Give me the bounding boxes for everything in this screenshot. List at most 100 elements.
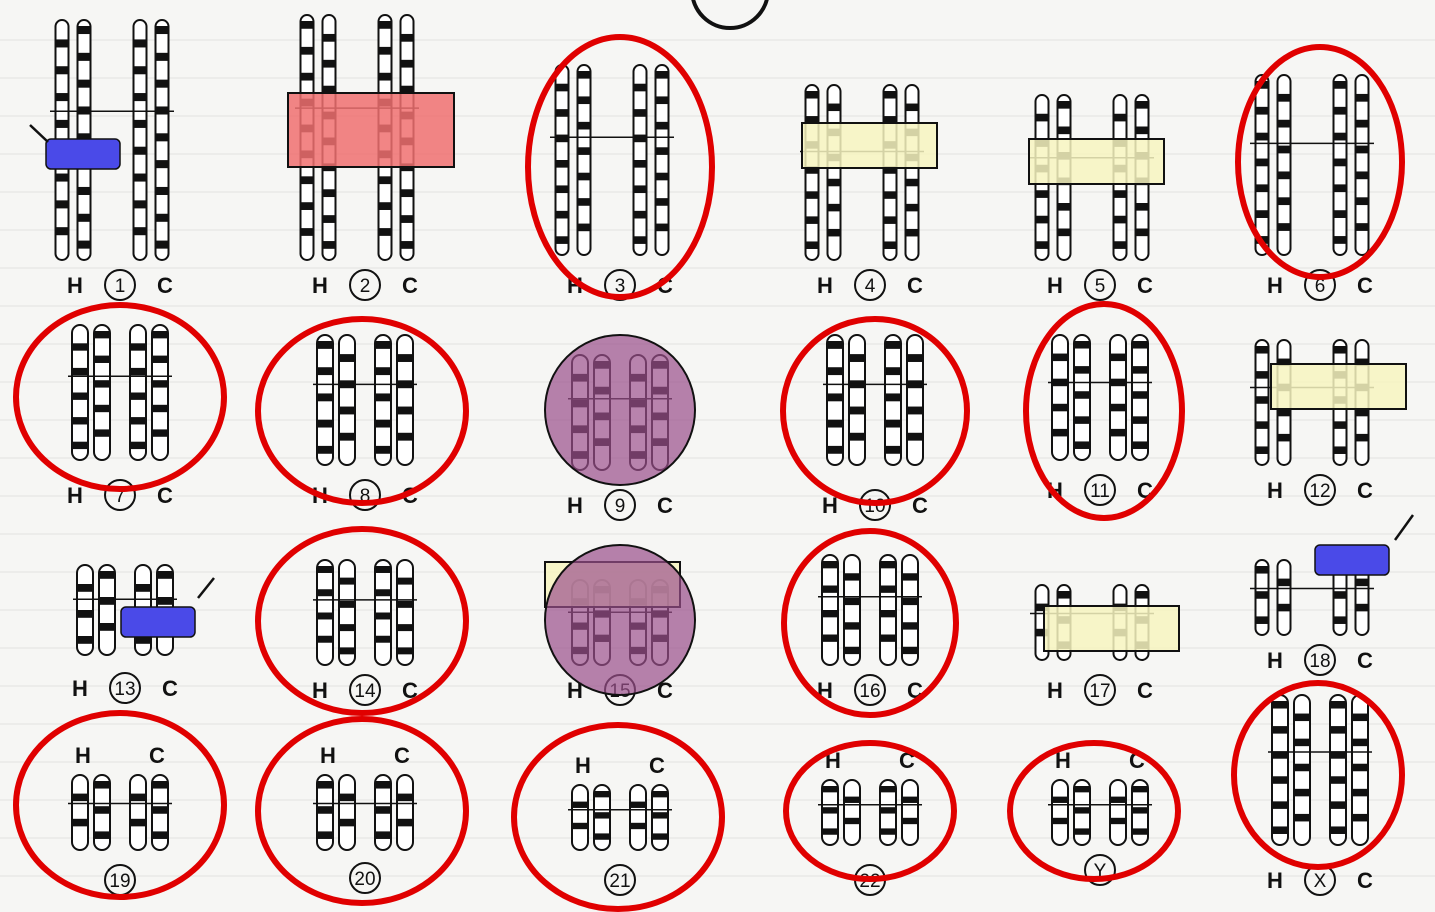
chromosome-number: 9 <box>615 496 626 517</box>
chromatid <box>156 20 169 260</box>
chromatid <box>375 775 391 850</box>
chimp-label: C <box>162 676 178 701</box>
chromatid <box>317 775 333 850</box>
chimp-label: C <box>157 483 173 508</box>
chimp-label: C <box>1357 273 1373 298</box>
chromatid <box>1132 335 1148 460</box>
human-label: H <box>75 743 91 768</box>
human-label: H <box>1267 868 1283 893</box>
chimp-label: C <box>1357 868 1373 893</box>
chromatid <box>556 65 569 255</box>
arrow-icon <box>1395 515 1413 540</box>
conserved-circle <box>16 305 224 489</box>
chromatid <box>572 785 588 850</box>
chromatid <box>72 325 88 460</box>
chromatid <box>652 785 668 850</box>
chromatid <box>1074 335 1090 460</box>
chromosome-number: 13 <box>114 679 135 700</box>
chromosome-number: 14 <box>354 681 376 702</box>
chromatid <box>849 335 865 465</box>
chromatid <box>1294 695 1310 845</box>
chromatid <box>1110 335 1126 460</box>
conserved-circle <box>1010 743 1178 879</box>
chromatid <box>152 775 168 850</box>
human-label: H <box>312 678 328 703</box>
chromatid <box>130 775 146 850</box>
chromatid <box>822 780 838 845</box>
chromatid <box>1256 340 1269 465</box>
chromosome-number: 4 <box>865 276 876 297</box>
chromosome-5: HC5 <box>1030 95 1154 300</box>
chromatid <box>339 775 355 850</box>
chromatid <box>902 555 918 665</box>
chromatid <box>1278 75 1291 255</box>
chromatid <box>827 335 843 465</box>
chromosome-number: 21 <box>609 871 630 892</box>
chromosome-number: 2 <box>360 276 371 297</box>
chromatid <box>77 565 93 655</box>
chromatid <box>634 65 647 255</box>
chromatid <box>630 785 646 850</box>
human-label: H <box>575 753 591 778</box>
chromosome-20: HC20 <box>313 743 417 893</box>
chromatid <box>656 65 669 255</box>
marker-box <box>1315 545 1389 575</box>
chimp-label: C <box>1137 678 1153 703</box>
chromatid <box>152 325 168 460</box>
chromatid <box>578 65 591 255</box>
fusion-box <box>288 93 454 167</box>
human-label: H <box>1267 478 1283 503</box>
rearrangement-circle <box>545 545 695 695</box>
chromatid <box>880 555 896 665</box>
conserved-circle <box>786 743 954 879</box>
chromatid <box>397 335 413 465</box>
chimp-label: C <box>907 273 923 298</box>
chromatid <box>884 85 897 260</box>
conserved-circle <box>783 319 967 503</box>
chimp-label: C <box>149 743 165 768</box>
chromatid <box>72 775 88 850</box>
human-label: H <box>320 743 336 768</box>
human-label: H <box>1047 273 1063 298</box>
chromosome-8: HC8 <box>312 335 418 510</box>
inversion-box <box>1044 606 1179 651</box>
human-label: H <box>72 676 88 701</box>
inversion-box <box>1029 139 1164 184</box>
arrow-icon <box>198 578 214 598</box>
chimp-label: C <box>657 493 673 518</box>
chromosome-number: 1 <box>115 276 126 297</box>
chromatid <box>94 775 110 850</box>
chromatid <box>134 20 147 260</box>
chromatid <box>99 565 115 655</box>
inversion-box <box>1271 364 1406 409</box>
marker-box <box>121 607 195 637</box>
chromatid <box>397 775 413 850</box>
human-label: H <box>817 273 833 298</box>
chromatid <box>907 335 923 465</box>
chromatid <box>1052 780 1068 845</box>
human-label: H <box>1047 678 1063 703</box>
chimp-label: C <box>402 273 418 298</box>
human-label: H <box>312 273 328 298</box>
conserved-circle <box>1234 683 1402 867</box>
chromatid <box>317 335 333 465</box>
chromosome-number: 16 <box>859 681 880 702</box>
chromatid <box>1110 780 1126 845</box>
marker-box <box>46 139 120 169</box>
chromosome-number: 11 <box>1090 481 1110 502</box>
chromatid <box>375 335 391 465</box>
chromatid <box>902 780 918 845</box>
chimp-label: C <box>1137 273 1153 298</box>
chromosome-19: HC19 <box>68 743 172 895</box>
chromatid <box>828 85 841 260</box>
rearrangement-circle <box>545 335 695 485</box>
chromatid <box>1052 335 1068 460</box>
chimp-label: C <box>394 743 410 768</box>
chromatid <box>317 560 333 665</box>
chromosome-14: HC14 <box>312 560 418 705</box>
paper-background <box>0 40 1435 876</box>
